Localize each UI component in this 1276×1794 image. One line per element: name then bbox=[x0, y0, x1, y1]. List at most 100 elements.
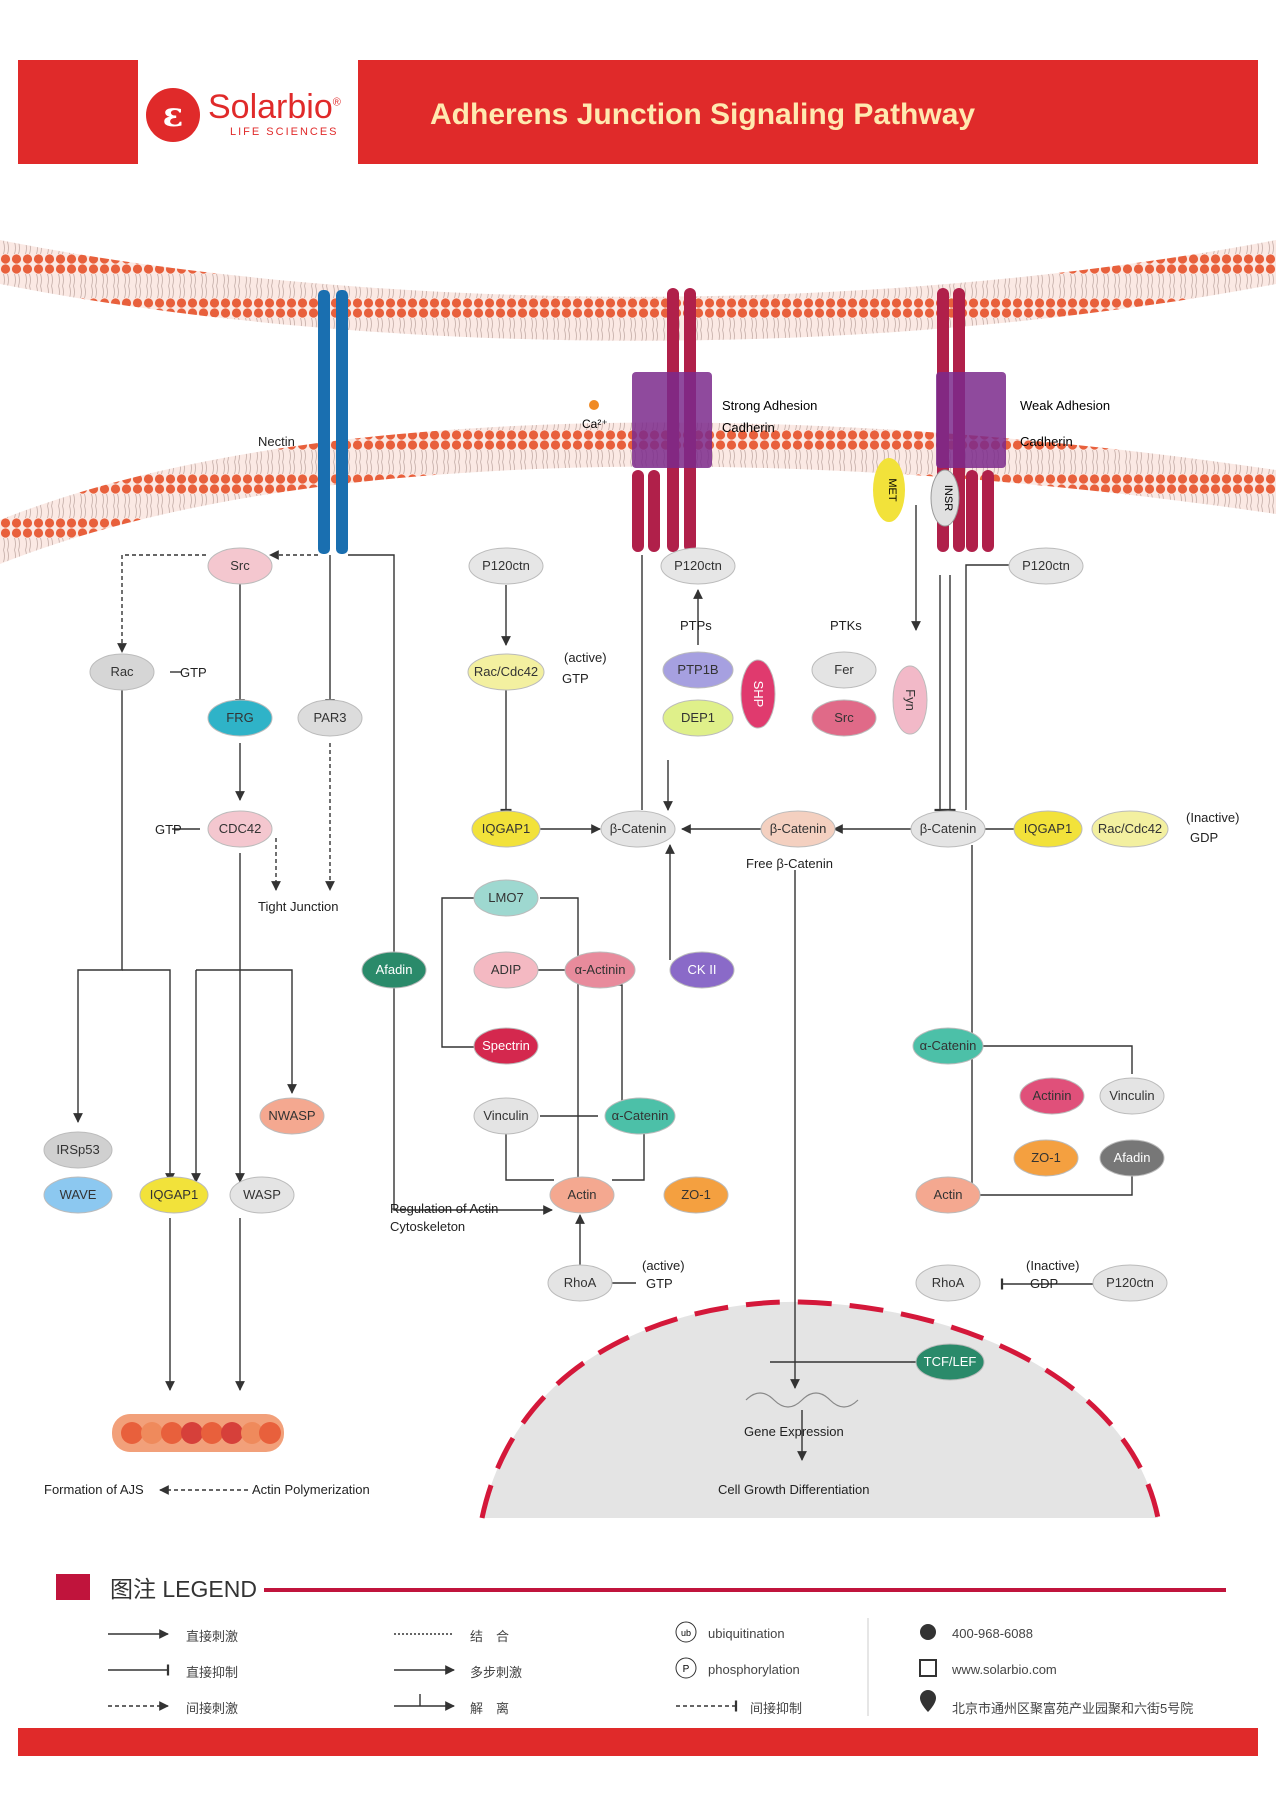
gtp-label-4: GTP bbox=[646, 1276, 673, 1291]
node-actinin2: Actinin bbox=[1019, 1077, 1085, 1115]
node-dep1: DEP1 bbox=[662, 699, 734, 737]
gdp-label-2: GDP bbox=[1030, 1276, 1058, 1291]
gtp-label-1: GTP bbox=[180, 665, 207, 680]
node-label: FRG bbox=[226, 710, 253, 725]
solarbio-logo-icon: ε bbox=[146, 88, 200, 142]
node-irsp53: IRSp53 bbox=[43, 1131, 113, 1169]
node-label: RhoA bbox=[932, 1275, 965, 1290]
node-p120-2: P120ctn bbox=[660, 547, 736, 585]
node-actin1: Actin bbox=[549, 1176, 615, 1214]
insr-receptor: INSR bbox=[930, 469, 960, 527]
node-label: WAVE bbox=[60, 1187, 97, 1202]
node-cdc42: CDC42 bbox=[207, 810, 273, 848]
formation-ajs-label: Formation of AJS bbox=[44, 1482, 144, 1497]
node-label: α-Catenin bbox=[920, 1038, 977, 1053]
node-src2: Src bbox=[811, 699, 877, 737]
node-fer: Fer bbox=[811, 651, 877, 689]
header-title-bar bbox=[358, 60, 1258, 164]
legend-item: ubiquitination bbox=[708, 1626, 785, 1641]
node-lmo7: LMO7 bbox=[473, 879, 539, 917]
weak-cadherin-label: Cadherin bbox=[1020, 434, 1073, 449]
node-afadin: Afadin bbox=[361, 951, 427, 989]
ptps-label: PTPs bbox=[680, 618, 712, 633]
node-bcat3: β-Catenin bbox=[910, 810, 986, 848]
node-adip: ADIP bbox=[473, 951, 539, 989]
gtp-label-3: GTP bbox=[562, 671, 589, 686]
node-acat2: α-Catenin bbox=[912, 1027, 984, 1065]
node-p120-4: P120ctn bbox=[1092, 1264, 1168, 1302]
node-label: PAR3 bbox=[314, 710, 347, 725]
node-label: Vinculin bbox=[1109, 1088, 1154, 1103]
insr-label: INSR bbox=[942, 485, 954, 511]
node-label: Actinin bbox=[1032, 1088, 1071, 1103]
ptks-label: PTKs bbox=[830, 618, 862, 633]
nectin-label: Nectin bbox=[258, 434, 295, 449]
node-iqgap-c: IQGAP1 bbox=[139, 1176, 209, 1214]
gdp-label-1: GDP bbox=[1190, 830, 1218, 845]
legend-item: 解 离 bbox=[470, 1701, 510, 1716]
node-acat1: α-Catenin bbox=[604, 1097, 676, 1135]
node-raccdc42-b: Rac/Cdc42 bbox=[1091, 810, 1169, 848]
cell-growth-label: Cell Growth Differentiation bbox=[718, 1482, 870, 1497]
node-ptp1b: PTP1B bbox=[662, 651, 734, 689]
active-label-1: (active) bbox=[564, 650, 607, 665]
node-label: P120ctn bbox=[1022, 558, 1070, 573]
node-label: Actin bbox=[934, 1187, 963, 1202]
node-label: Rac bbox=[110, 664, 134, 679]
node-label: Rac/Cdc42 bbox=[474, 664, 538, 679]
node-label: CK II bbox=[688, 962, 717, 977]
node-zo1-a: ZO-1 bbox=[663, 1176, 729, 1214]
node-actin2: Actin bbox=[915, 1176, 981, 1214]
legend-rule bbox=[264, 1588, 1226, 1592]
node-rhoa2: RhoA bbox=[915, 1264, 981, 1302]
node-label: WASP bbox=[243, 1187, 281, 1202]
node-label: Src bbox=[230, 558, 250, 573]
node-label: P120ctn bbox=[674, 558, 722, 573]
location-icon bbox=[920, 1690, 936, 1712]
node-bcat2: β-Catenin bbox=[760, 810, 836, 848]
node-label: IQGAP1 bbox=[150, 1187, 198, 1202]
web-icon bbox=[919, 1659, 937, 1677]
legend-item: 结 合 bbox=[470, 1629, 510, 1644]
contact-address: 北京市通州区聚富苑产业园聚和六街5号院 bbox=[952, 1701, 1194, 1716]
legend-item: 多步刺激 bbox=[470, 1665, 523, 1680]
weak-adhesion-label: Weak Adhesion bbox=[1020, 398, 1110, 413]
inactive-label-2: (Inactive) bbox=[1026, 1258, 1079, 1273]
phosphorylation-icon: P bbox=[675, 1657, 697, 1679]
svg-text:P: P bbox=[683, 1664, 690, 1675]
met-label: MET bbox=[886, 478, 898, 502]
brand-subtitle: LIFE SCIENCES bbox=[230, 126, 339, 138]
node-zo1-b: ZO-1 bbox=[1013, 1139, 1079, 1177]
node-label: Vinculin bbox=[483, 1108, 528, 1123]
node-label: α-Actinin bbox=[575, 962, 626, 977]
membrane-upper bbox=[0, 240, 1276, 341]
node-label: β-Catenin bbox=[770, 821, 827, 836]
node-label: ADIP bbox=[491, 962, 521, 977]
node-par3: PAR3 bbox=[297, 699, 363, 737]
node-raccdc42-a: Rac/Cdc42 bbox=[467, 653, 545, 691]
node-rac: Rac bbox=[89, 653, 155, 691]
node-label: Afadin bbox=[1114, 1150, 1151, 1165]
strong-cadherin-label: Cadherin bbox=[722, 420, 775, 435]
node-label: Afadin bbox=[376, 962, 413, 977]
node-shp: SHP bbox=[740, 659, 776, 729]
node-label: P120ctn bbox=[1106, 1275, 1154, 1290]
node-label: PTP1B bbox=[677, 662, 718, 677]
contact-phone: 400-968-6088 bbox=[952, 1626, 1033, 1641]
footer-bar bbox=[18, 1728, 1258, 1756]
node-label: LMO7 bbox=[488, 890, 523, 905]
node-label: Fyn bbox=[903, 689, 918, 711]
nucleus bbox=[479, 1299, 1161, 1519]
node-label: TCF/LEF bbox=[924, 1354, 977, 1369]
node-spectrin: Spectrin bbox=[473, 1027, 539, 1065]
contact-web[interactable]: www.solarbio.com bbox=[952, 1662, 1057, 1677]
gtp-label-2: GTP bbox=[155, 822, 182, 837]
legend-symbols bbox=[108, 1629, 738, 1712]
node-frg: FRG bbox=[207, 699, 273, 737]
node-vinculin2: Vinculin bbox=[1099, 1077, 1165, 1115]
node-iqgap-a: IQGAP1 bbox=[471, 810, 541, 848]
node-label: IQGAP1 bbox=[1024, 821, 1072, 836]
node-label: ZO-1 bbox=[1031, 1150, 1061, 1165]
